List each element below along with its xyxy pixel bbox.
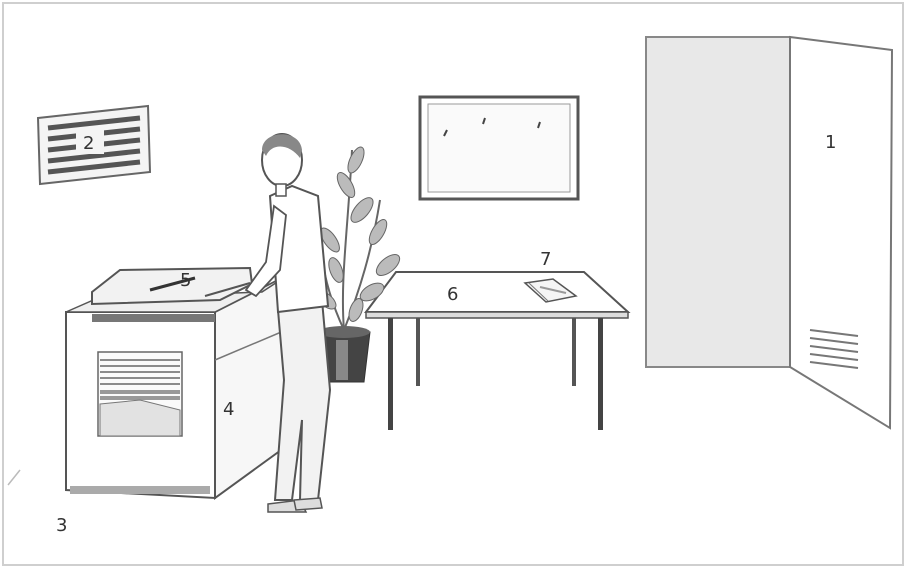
label-copier-top: 5 xyxy=(180,270,191,291)
floor-line xyxy=(8,470,20,485)
label-door: 1 xyxy=(825,132,836,153)
label-document: 7 xyxy=(540,249,551,270)
bulletin-board xyxy=(420,97,578,199)
copier-machine xyxy=(66,268,288,498)
table xyxy=(366,272,628,430)
door xyxy=(646,37,892,428)
label-floor: 3 xyxy=(56,515,67,536)
label-copier-body: 4 xyxy=(223,399,234,420)
label-table: 6 xyxy=(447,284,458,305)
label-wall-vent: 2 xyxy=(83,133,94,154)
